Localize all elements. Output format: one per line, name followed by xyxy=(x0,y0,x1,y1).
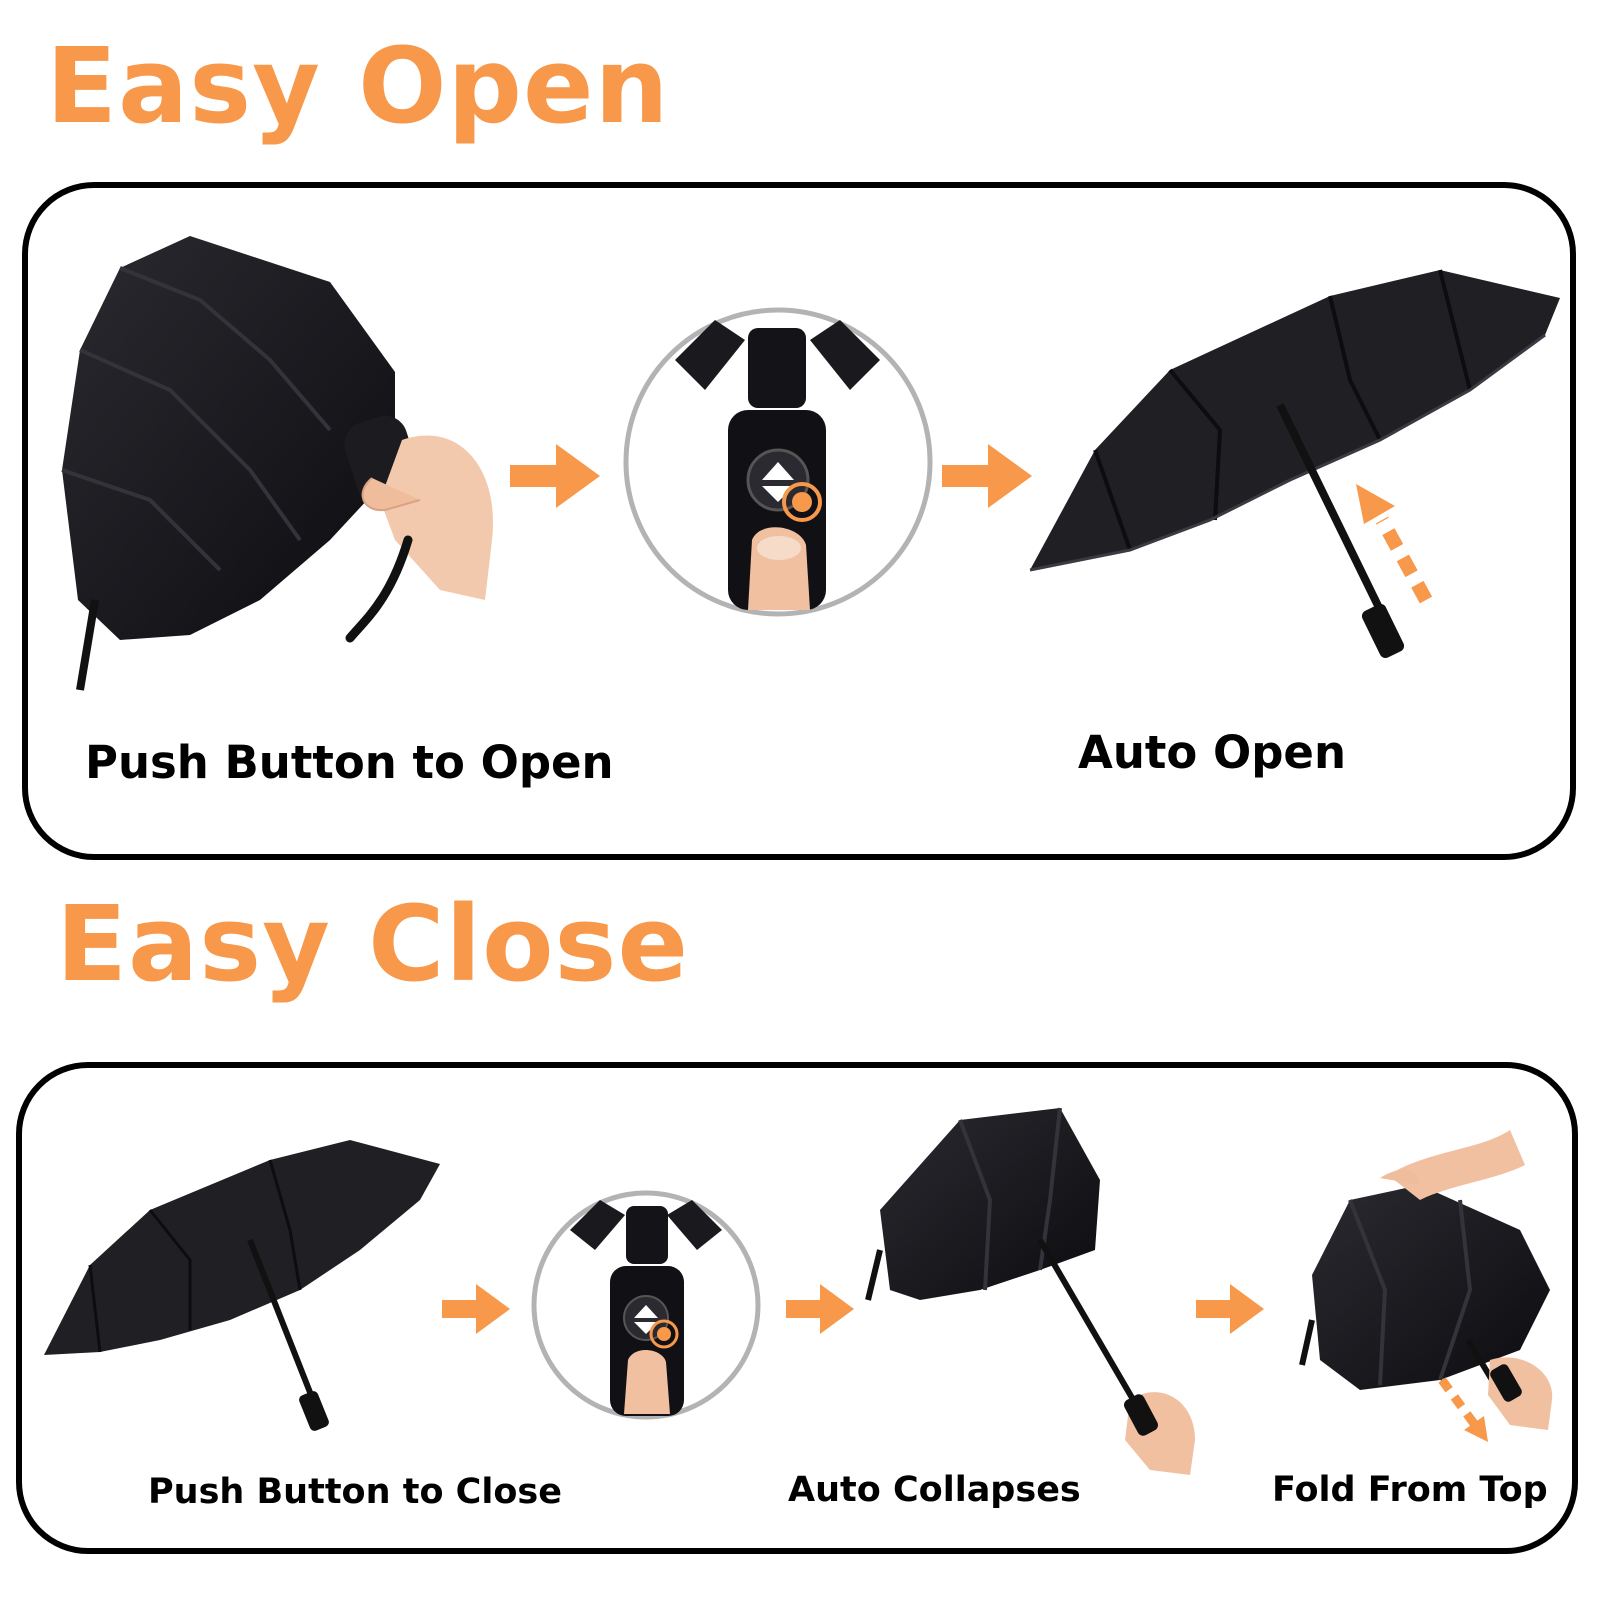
step-label-push-button-to-open: Push Button to Open xyxy=(85,736,614,789)
arrow-right-icon xyxy=(786,1284,854,1334)
arrow-right-icon xyxy=(510,444,600,508)
handle-button-closeup xyxy=(531,1190,761,1420)
open-umbrella xyxy=(44,1140,440,1431)
folded-umbrella-in-hand xyxy=(61,236,494,691)
step-label-fold-from-top: Fold From Top xyxy=(1272,1470,1548,1510)
step-label-auto-collapses: Auto Collapses xyxy=(788,1470,1081,1510)
hand-folding-umbrella xyxy=(1299,1130,1553,1430)
collapsed-umbrella-in-hand xyxy=(865,1107,1195,1475)
arrow-right-icon xyxy=(442,1284,510,1334)
step-label-auto-open: Auto Open xyxy=(1078,726,1346,779)
dotted-arrow-up-icon xyxy=(1356,484,1433,604)
easy-close-panel xyxy=(16,1062,1578,1554)
handle-button-closeup xyxy=(623,307,933,617)
easy-open-heading: Easy Open xyxy=(46,25,670,147)
arrow-right-icon xyxy=(1196,1284,1264,1334)
easy-close-heading: Easy Close xyxy=(56,883,689,1005)
dotted-arrow-down-icon xyxy=(1438,1377,1488,1442)
arrow-right-icon xyxy=(942,444,1032,508)
open-umbrella xyxy=(1029,269,1560,659)
step-label-push-button-to-close: Push Button to Close xyxy=(148,1472,562,1512)
